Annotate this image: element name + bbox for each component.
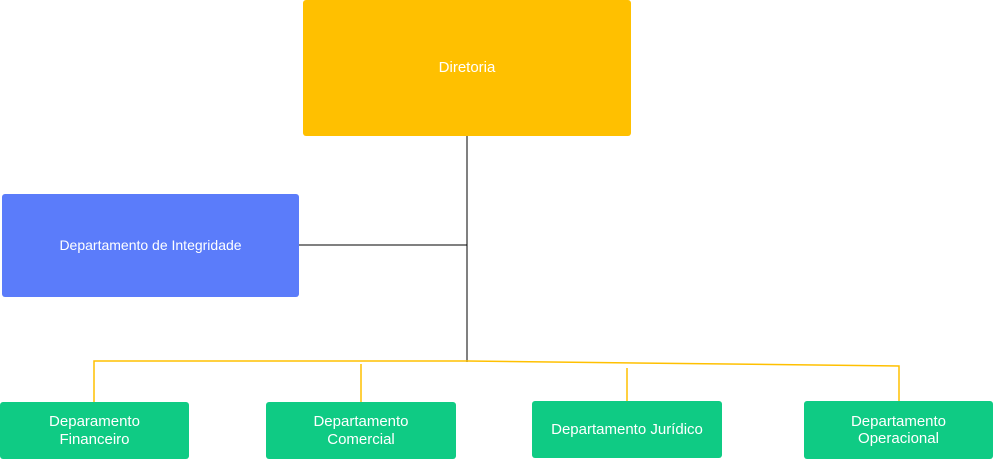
comercial-box[interactable]: Departamento Comercial xyxy=(266,402,456,459)
integridade-label: Departamento de Integridade xyxy=(59,237,242,254)
juridico-box[interactable]: Departamento Jurídico xyxy=(532,401,722,458)
juridico-label: Departamento Jurídico xyxy=(551,420,703,438)
diretoria-label: Diretoria xyxy=(438,59,496,77)
operacional-label: Departamento Operacional xyxy=(850,412,947,447)
integridade-box[interactable]: Departamento de Integridade xyxy=(2,194,299,297)
comercial-label: Departamento Comercial xyxy=(313,413,409,448)
financeiro-box[interactable]: Deparamento Financeiro xyxy=(0,402,189,459)
bus-line xyxy=(93,360,900,402)
operacional-box[interactable]: Departamento Operacional xyxy=(804,401,993,459)
diretoria-box[interactable]: Diretoria xyxy=(303,0,631,136)
financeiro-label: Deparamento Financeiro xyxy=(49,413,140,448)
